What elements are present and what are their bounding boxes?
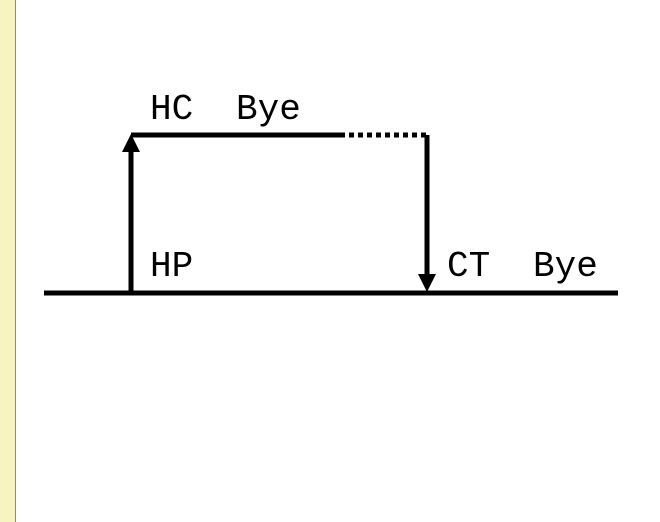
down-arrow-head bbox=[418, 274, 436, 292]
up-arrow-head bbox=[122, 134, 140, 152]
label-bye-lower: Bye bbox=[533, 246, 598, 287]
label-hp: HP bbox=[150, 246, 193, 287]
label-hc: HC bbox=[150, 89, 193, 130]
label-ct: CT bbox=[447, 246, 490, 287]
label-bye-upper: Bye bbox=[236, 89, 301, 130]
side-panel-strip bbox=[0, 0, 16, 522]
